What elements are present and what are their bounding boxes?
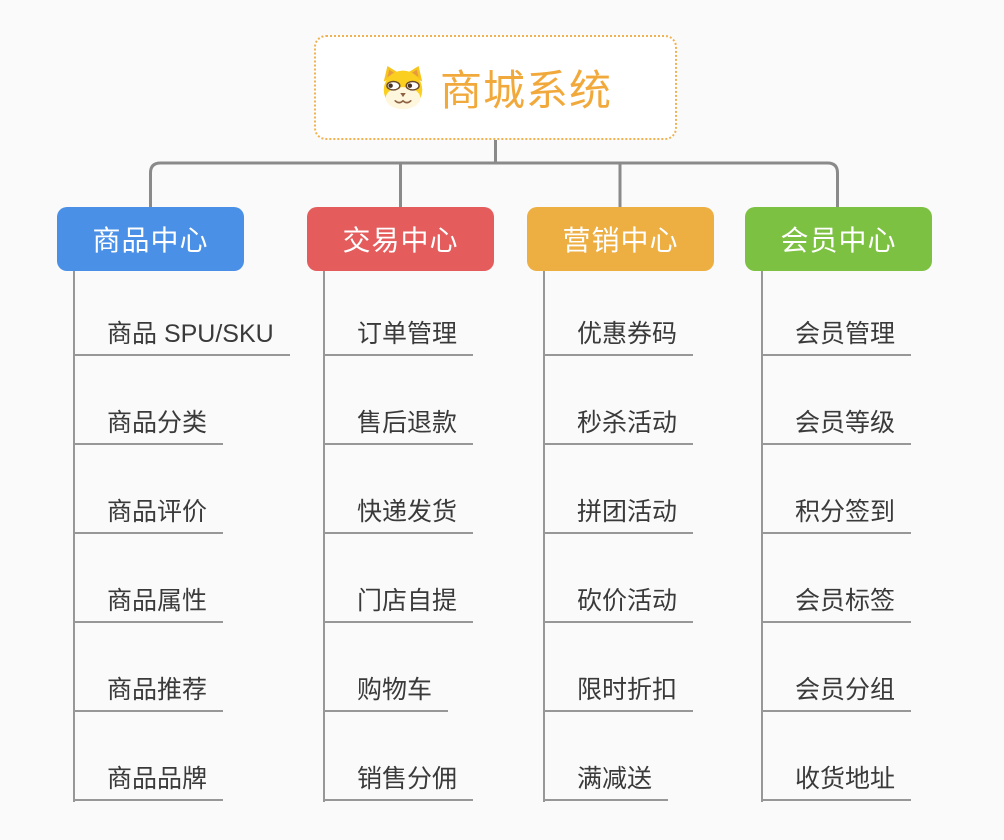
- subtopic-label: 购物车: [357, 676, 433, 704]
- branch-drop-line: [73, 271, 75, 802]
- subtopic[interactable]: 商品品牌: [73, 764, 224, 801]
- subtopic[interactable]: 砍价活动: [543, 586, 694, 623]
- subtopic[interactable]: 秒杀活动: [543, 408, 694, 445]
- branch-drop-line: [761, 271, 763, 802]
- branch-topic-member[interactable]: 会员中心: [745, 207, 932, 271]
- subtopic-label: 会员等级: [795, 409, 896, 437]
- subtopic-label: 商品 SPU/SKU: [107, 320, 274, 348]
- root-topic[interactable]: 商城系统: [314, 35, 677, 140]
- subtopic-label: 会员标签: [795, 587, 896, 615]
- branch-topic-marketing[interactable]: 营销中心: [527, 207, 714, 271]
- branch-drop-line: [323, 271, 325, 802]
- subtopic-label: 满减送: [577, 765, 653, 793]
- subtopic[interactable]: 售后退款: [323, 408, 474, 445]
- subtopic-label: 收货地址: [795, 765, 896, 793]
- subtopic[interactable]: 积分签到: [761, 497, 912, 534]
- subtopic[interactable]: 商品推荐: [73, 675, 224, 712]
- subtopic[interactable]: 优惠券码: [543, 319, 694, 356]
- subtopic[interactable]: 会员管理: [761, 319, 912, 356]
- subtopic-label: 优惠券码: [577, 320, 678, 348]
- doge-face-icon: [383, 65, 423, 109]
- subtopic[interactable]: 会员等级: [761, 408, 912, 445]
- branch-topic-product[interactable]: 商品中心: [57, 207, 244, 271]
- branch-topic-label: 会员中心: [780, 225, 897, 256]
- subtopic[interactable]: 收货地址: [761, 764, 912, 801]
- subtopic-label: 快递发货: [357, 498, 458, 526]
- subtopic[interactable]: 满减送: [543, 764, 669, 801]
- subtopic-label: 积分签到: [795, 498, 896, 526]
- subtopic-label: 门店自提: [357, 587, 458, 615]
- root-topic-label: 商城系统: [439, 67, 612, 114]
- subtopic[interactable]: 商品评价: [73, 497, 224, 534]
- branch-topic-trade[interactable]: 交易中心: [307, 207, 494, 271]
- branch-topic-label: 营销中心: [562, 225, 679, 256]
- branch-topic-label: 交易中心: [342, 225, 459, 256]
- subtopic[interactable]: 限时折扣: [543, 675, 694, 712]
- subtopic[interactable]: 门店自提: [323, 586, 474, 623]
- subtopic-label: 秒杀活动: [577, 409, 678, 437]
- subtopic-label: 砍价活动: [577, 587, 678, 615]
- subtopic-label: 售后退款: [357, 409, 458, 437]
- subtopic[interactable]: 购物车: [323, 675, 449, 712]
- subtopic-label: 会员管理: [795, 320, 896, 348]
- branch-topic-label: 商品中心: [92, 225, 209, 256]
- subtopic-label: 限时折扣: [577, 676, 678, 704]
- subtopic-label: 商品分类: [107, 409, 208, 437]
- subtopic[interactable]: 会员分组: [761, 675, 912, 712]
- subtopic-label: 拼团活动: [577, 498, 678, 526]
- tree-connector-lines: [149, 138, 839, 210]
- subtopic[interactable]: 商品分类: [73, 408, 224, 445]
- subtopic[interactable]: 拼团活动: [543, 497, 694, 534]
- subtopic[interactable]: 订单管理: [323, 319, 474, 356]
- subtopic[interactable]: 会员标签: [761, 586, 912, 623]
- subtopic-label: 销售分佣: [357, 765, 458, 793]
- subtopic[interactable]: 商品 SPU/SKU: [73, 319, 290, 356]
- subtopic[interactable]: 商品属性: [73, 586, 224, 623]
- subtopic-label: 会员分组: [795, 676, 896, 704]
- subtopic-label: 订单管理: [357, 320, 458, 348]
- subtopic-label: 商品推荐: [107, 676, 208, 704]
- branch-drop-line: [543, 271, 545, 802]
- subtopic[interactable]: 快递发货: [323, 497, 474, 534]
- subtopic-label: 商品属性: [107, 587, 208, 615]
- subtopic[interactable]: 销售分佣: [323, 764, 474, 801]
- subtopic-label: 商品评价: [107, 498, 208, 526]
- subtopic-label: 商品品牌: [107, 765, 208, 793]
